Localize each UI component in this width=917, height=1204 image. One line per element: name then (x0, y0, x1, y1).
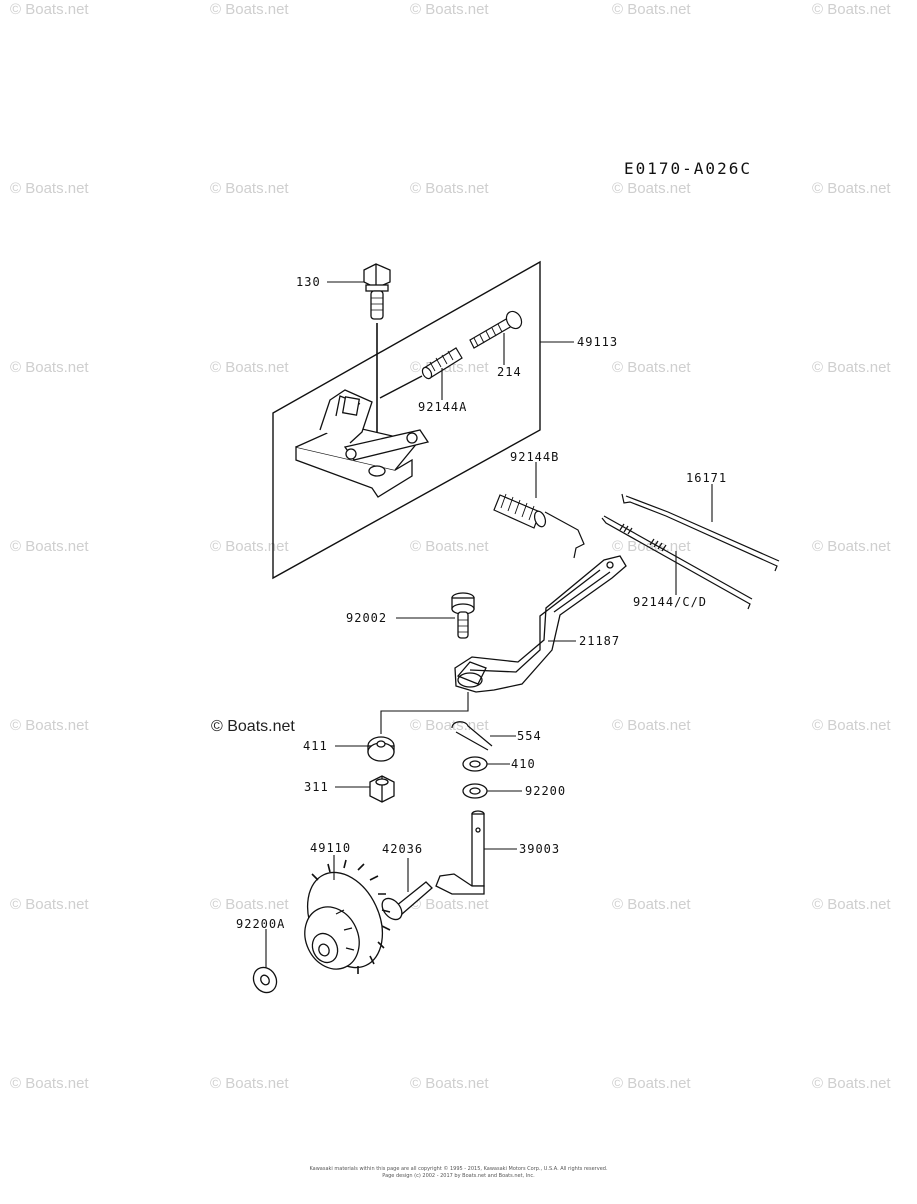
label-92144B: 92144B (510, 450, 559, 464)
gear-49110 (304, 859, 391, 974)
label-411: 411 (303, 739, 328, 753)
screw-214 (469, 310, 523, 349)
label-92144A: 92144A (418, 400, 467, 414)
spring-rod-92144CD (601, 515, 753, 610)
footer-copyright: Kawasaki materials within this page are … (309, 1166, 608, 1172)
label-21187: 21187 (579, 634, 620, 648)
watermark: © Boats.net (410, 538, 489, 555)
watermark: © Boats.net (210, 896, 289, 913)
label-49113: 49113 (577, 335, 618, 349)
nut-311 (369, 775, 395, 803)
watermark-grid: © Boats.net © Boats.net © Boats.net © Bo… (10, 1, 891, 1092)
watermark: © Boats.net (812, 359, 891, 376)
watermark: © Boats.net (410, 1075, 489, 1092)
assembly-49113-panel (272, 260, 541, 580)
main-watermark: © Boats.net (211, 718, 295, 735)
watermark: © Boats.net (10, 538, 89, 555)
footer-design-credit: Page design (c) 2002 - 2017 by Boats.net… (382, 1173, 535, 1179)
watermark: © Boats.net (612, 1, 691, 18)
clip-554 (451, 721, 493, 751)
watermark: © Boats.net (612, 717, 691, 734)
watermark: © Boats.net (812, 180, 891, 197)
watermark: © Boats.net (812, 896, 891, 913)
watermark: © Boats.net (812, 1, 891, 18)
bracket-49113 (295, 389, 430, 498)
watermark: © Boats.net (410, 717, 489, 734)
watermark: © Boats.net (10, 717, 89, 734)
washer-411 (367, 736, 395, 762)
rod-16171 (621, 493, 780, 572)
label-554: 554 (517, 729, 542, 743)
watermark: © Boats.net (612, 896, 691, 913)
watermark: © Boats.net (410, 896, 489, 913)
label-410: 410 (511, 757, 536, 771)
watermark: © Boats.net (210, 180, 289, 197)
watermark: © Boats.net (612, 359, 691, 376)
watermark: © Boats.net (210, 1, 289, 18)
washer-92200 (462, 783, 488, 799)
part-labels: 130 49113 214 92144A 92144B 16171 92144/… (236, 275, 727, 931)
watermark: © Boats.net (612, 538, 691, 555)
label-130: 130 (296, 275, 321, 289)
label-16171: 16171 (686, 471, 727, 485)
leader-lines (265, 281, 713, 968)
bolt-92002 (451, 592, 475, 639)
spring-92144A (379, 347, 463, 399)
watermark: © Boats.net (812, 538, 891, 555)
spring-92144B (493, 493, 585, 559)
washer-92200A (252, 966, 278, 994)
label-214: 214 (497, 365, 522, 379)
watermark: © Boats.net (10, 1075, 89, 1092)
watermark: © Boats.net (210, 1075, 289, 1092)
lever-21187 (454, 555, 627, 693)
label-49110: 49110 (310, 841, 351, 855)
watermark: © Boats.net (10, 359, 89, 376)
pin-42036 (381, 881, 433, 921)
watermark: © Boats.net (10, 896, 89, 913)
label-92200: 92200 (525, 784, 566, 798)
label-92200A: 92200A (236, 917, 285, 931)
washer-410 (462, 756, 488, 772)
watermark: © Boats.net (410, 1, 489, 18)
watermark: © Boats.net (10, 180, 89, 197)
watermark: © Boats.net (210, 359, 289, 376)
watermark: © Boats.net (812, 1075, 891, 1092)
watermark: © Boats.net (210, 538, 289, 555)
label-92144CD: 92144/C/D (633, 595, 707, 609)
watermark: © Boats.net (410, 180, 489, 197)
watermark: © Boats.net (10, 1, 89, 18)
diagram-code: E0170-A026C (624, 159, 752, 178)
label-92002: 92002 (346, 611, 387, 625)
watermark: © Boats.net (612, 180, 691, 197)
watermark: © Boats.net (612, 1075, 691, 1092)
shaft-39003 (435, 810, 485, 895)
watermark: © Boats.net (812, 717, 891, 734)
label-39003: 39003 (519, 842, 560, 856)
assembly-outline (272, 260, 541, 580)
label-42036: 42036 (382, 842, 423, 856)
label-311: 311 (304, 780, 329, 794)
